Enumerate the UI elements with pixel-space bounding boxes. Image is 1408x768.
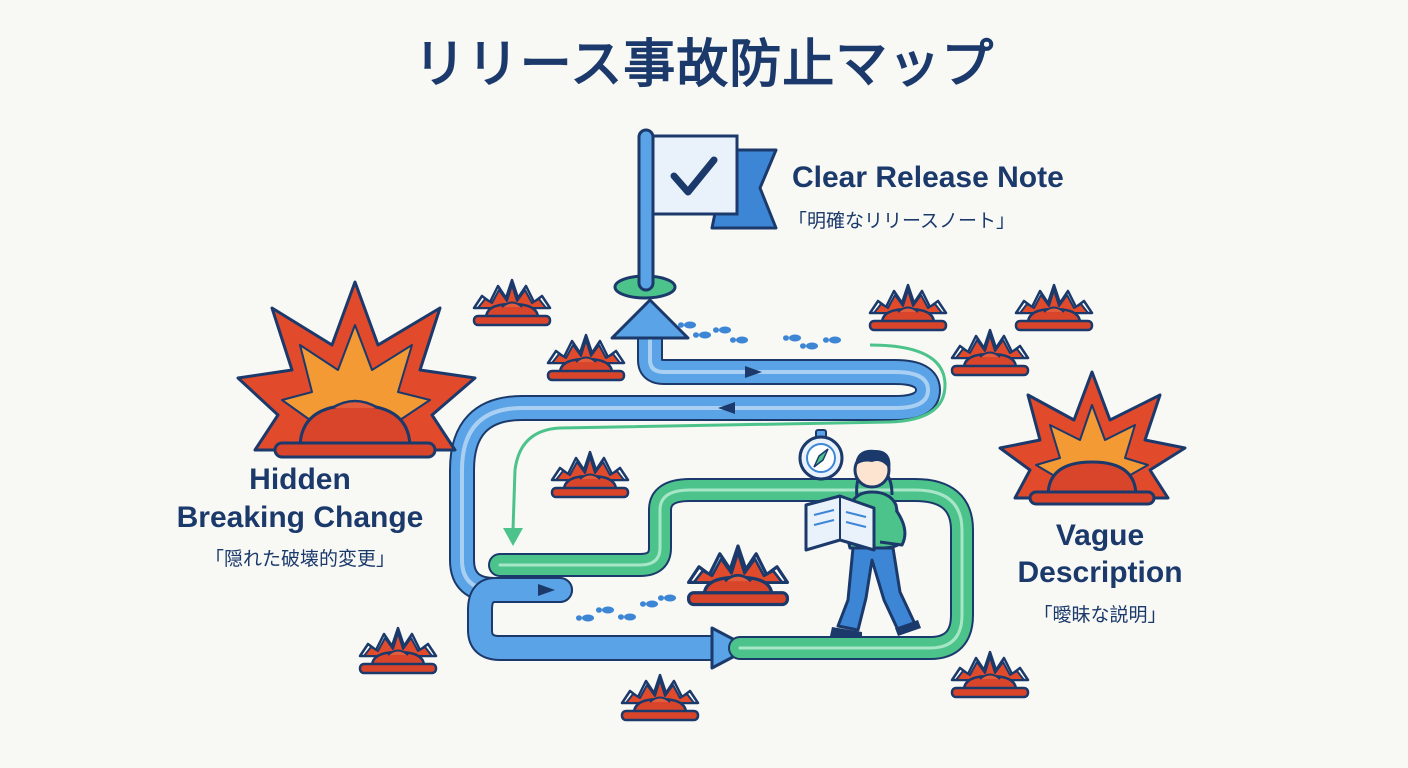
landmine-icon bbox=[950, 328, 1030, 377]
green-route bbox=[488, 343, 974, 660]
map-reading-person-icon bbox=[804, 449, 921, 638]
landmine-icon bbox=[950, 650, 1030, 699]
landmine-icon bbox=[546, 333, 626, 382]
footprints-top bbox=[678, 321, 841, 350]
goal-sublabel: 「明確なリリースノート」 bbox=[788, 210, 1016, 232]
explosion-icon bbox=[998, 370, 1187, 506]
goal-label: Clear Release Note bbox=[792, 161, 1064, 194]
hazard-vague-sublabel: 「曖昧な説明」 bbox=[1033, 604, 1167, 626]
footprints-bottom bbox=[576, 594, 676, 622]
hazard-hidden-line1: Hidden bbox=[249, 463, 351, 496]
landmine-icon bbox=[472, 278, 552, 327]
blue-route bbox=[449, 298, 941, 670]
hazard-hidden-line2: Breaking Change bbox=[176, 501, 424, 534]
landmine-icon bbox=[1014, 283, 1094, 332]
landmine-icon bbox=[868, 283, 948, 332]
hazard-vague-line2: Description bbox=[1017, 556, 1183, 589]
explosion-icon bbox=[236, 280, 477, 459]
landmine-icon bbox=[686, 544, 790, 607]
hazard-vague-line1: Vague bbox=[1055, 519, 1145, 552]
compass-icon bbox=[798, 429, 844, 481]
landmine-icon bbox=[550, 450, 630, 499]
landmine-icon bbox=[358, 626, 438, 675]
hazard-hidden-sublabel: 「隠れた破壊的変更」 bbox=[204, 548, 395, 570]
landmine-icon bbox=[620, 673, 700, 722]
checkmark-flag-icon bbox=[613, 128, 778, 300]
page-title: リリース事故防止マップ bbox=[413, 35, 995, 95]
